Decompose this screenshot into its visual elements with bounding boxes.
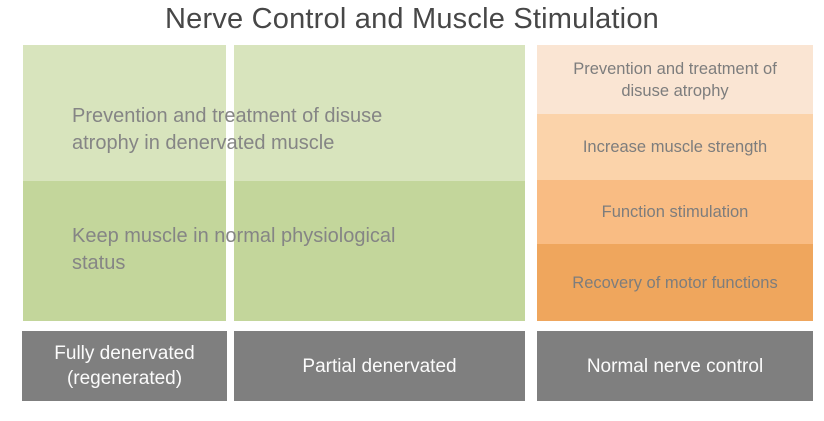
orange-block-increase-muscle-strength: Increase muscle strength — [537, 114, 813, 180]
green-block-middle-bottom — [234, 181, 525, 321]
footer-fully-denervated: Fully denervated (regenerated) — [22, 331, 227, 401]
green-block-middle-top — [234, 45, 525, 181]
green-block-left-top — [23, 45, 226, 181]
footer-label: Partial denervated — [302, 355, 457, 377]
orange-block-recovery-motor-functions: Recovery of motor functions — [537, 244, 813, 321]
page-title: Nerve Control and Muscle Stimulation — [165, 3, 659, 35]
orange-block-label: Recovery of motor functions — [572, 273, 778, 292]
footer-label: Normal nerve control — [586, 355, 764, 377]
label-disuse-atrophy-denervated-muscle: Prevention and treatment of disuse atrop… — [72, 105, 383, 154]
orange-block-prevention-disuse-atrophy: Prevention and treatment of disuse atrop… — [537, 45, 813, 114]
green-block-left-bottom — [23, 181, 226, 321]
footer-label: Fully denervated (regenerated) — [54, 343, 195, 389]
orange-block-label: Increase muscle strength — [582, 138, 768, 156]
footer-normal-nerve-control: Normal nerve control — [537, 331, 813, 401]
orange-block-function-stimulation: Function stimulation — [537, 180, 813, 244]
label-keep-muscle-normal-status: Keep muscle in normal physiological stat… — [72, 225, 396, 274]
orange-block-label: Prevention and treatment of disuse atrop… — [573, 59, 777, 100]
footer-partial-denervated: Partial denervated — [234, 331, 525, 401]
orange-block-label: Function stimulation — [601, 203, 749, 221]
